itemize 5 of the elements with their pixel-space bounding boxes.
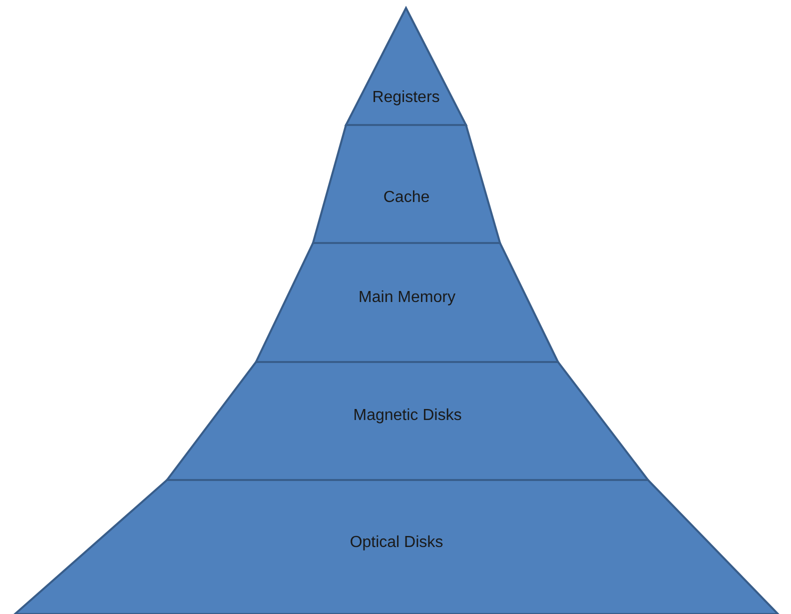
tier-label: Cache <box>383 189 430 207</box>
tier-label: Registers <box>372 89 440 107</box>
tier-label: Main Memory <box>358 289 456 307</box>
tier-label: Magnetic Disks <box>353 407 462 425</box>
tier-label: Optical Disks <box>350 534 444 552</box>
